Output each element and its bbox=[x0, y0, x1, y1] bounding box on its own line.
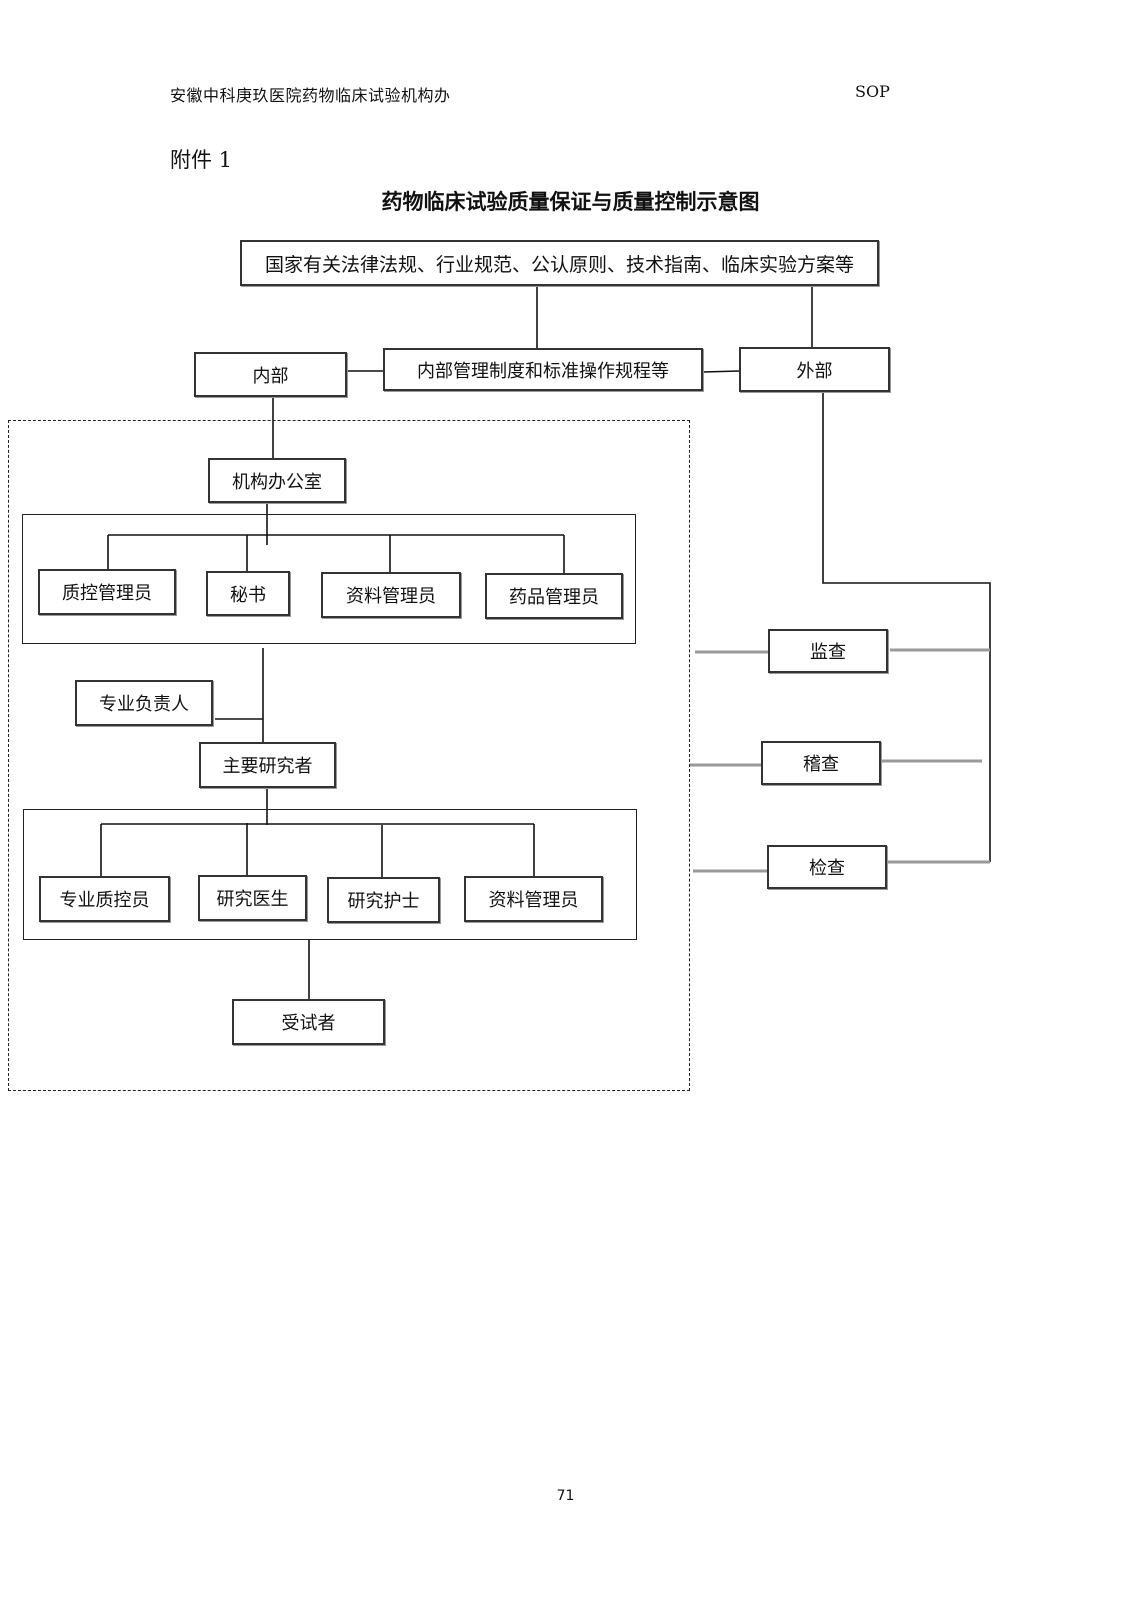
node-team-data-admin: 资料管理员 bbox=[464, 876, 603, 922]
header-doc-type: SOP bbox=[855, 82, 890, 101]
node-drug-admin-label: 药品管理员 bbox=[509, 587, 599, 608]
node-principal-investigator-label: 主要研究者 bbox=[222, 756, 313, 777]
office-staff-group bbox=[22, 514, 636, 644]
node-drug-admin: 药品管理员 bbox=[485, 573, 623, 619]
node-specialty-head-label: 专业负责人 bbox=[99, 694, 189, 715]
node-regulations: 国家有关法律法规、行业规范、公认原则、技术指南、临床实验方案等 bbox=[240, 240, 879, 286]
connector-internal-rules-external bbox=[702, 370, 740, 373]
node-team-data-admin-label: 资料管理员 bbox=[488, 890, 579, 911]
node-research-doctor-label: 研究医生 bbox=[216, 889, 289, 910]
node-inspection: 检查 bbox=[767, 845, 887, 889]
node-inspection-label: 检查 bbox=[809, 858, 845, 879]
node-audit: 稽查 bbox=[761, 741, 881, 785]
header-organization: 安徽中科庚玖医院药物临床试验机构办 bbox=[170, 86, 451, 105]
node-subjects-label: 受试者 bbox=[281, 1013, 336, 1034]
internal-region bbox=[8, 420, 690, 1091]
node-secretary-label: 秘书 bbox=[230, 584, 266, 606]
diagram-title: 药物临床试验质量保证与质量控制示意图 bbox=[381, 189, 760, 214]
node-regulations-label: 国家有关法律法规、行业规范、公认原则、技术指南、临床实验方案等 bbox=[264, 253, 854, 276]
annex-label: 附件 1 bbox=[170, 148, 233, 172]
connector-external-down bbox=[822, 392, 991, 862]
node-subjects: 受试者 bbox=[232, 999, 385, 1045]
node-audit-label: 稽查 bbox=[803, 754, 839, 775]
node-qc-admin: 质控管理员 bbox=[38, 569, 176, 615]
node-institution-office-label: 机构办公室 bbox=[232, 471, 322, 493]
node-monitoring-label: 监查 bbox=[810, 642, 846, 663]
node-data-admin: 资料管理员 bbox=[321, 572, 461, 618]
page-number: 71 bbox=[556, 1488, 575, 1504]
node-data-admin-label: 资料管理员 bbox=[346, 586, 436, 607]
node-secretary: 秘书 bbox=[206, 571, 290, 616]
node-specialty-qc-label: 专业质控员 bbox=[59, 890, 150, 911]
node-principal-investigator: 主要研究者 bbox=[199, 742, 336, 788]
node-research-doctor: 研究医生 bbox=[198, 875, 307, 921]
node-monitoring: 监查 bbox=[768, 629, 888, 673]
node-internal: 内部 bbox=[194, 352, 347, 397]
node-institution-office: 机构办公室 bbox=[208, 458, 346, 503]
node-specialty-head: 专业负责人 bbox=[75, 680, 213, 726]
node-internal-rules-label: 内部管理制度和标准操作规程等 bbox=[417, 360, 669, 382]
node-external-label: 外部 bbox=[796, 360, 833, 382]
node-external: 外部 bbox=[739, 347, 890, 392]
node-research-nurse-label: 研究护士 bbox=[347, 891, 420, 912]
node-research-nurse: 研究护士 bbox=[327, 877, 440, 923]
node-internal-rules: 内部管理制度和标准操作规程等 bbox=[383, 348, 703, 391]
research-team-group bbox=[23, 809, 637, 940]
node-specialty-qc: 专业质控员 bbox=[39, 876, 170, 922]
node-internal-label: 内部 bbox=[252, 365, 289, 387]
node-qc-admin-label: 质控管理员 bbox=[62, 583, 152, 604]
